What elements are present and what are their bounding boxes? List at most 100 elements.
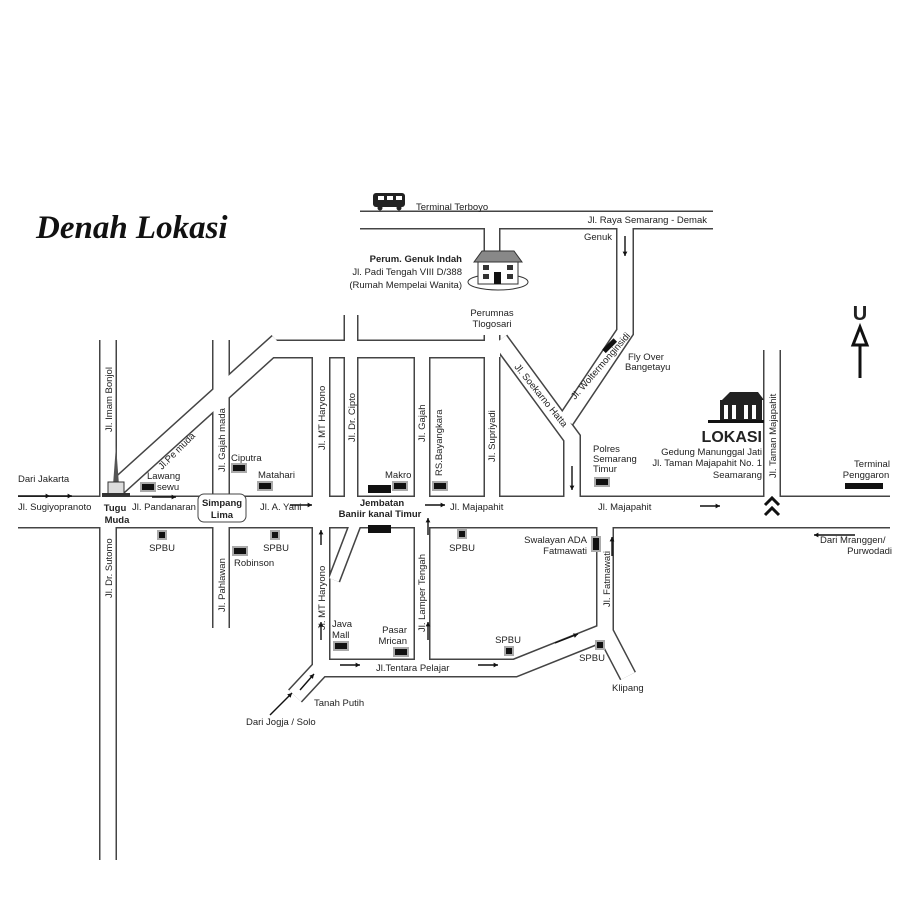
spbu-marker <box>457 529 467 539</box>
arrowhead-icon <box>287 693 292 698</box>
robinson-marker <box>232 546 248 556</box>
direction-arrow <box>269 692 293 716</box>
building-markers <box>140 338 883 657</box>
label-pasar: Pasar <box>382 625 407 636</box>
label-sugiyopranoto: Jl. Sugiyopranoto <box>18 502 91 513</box>
label-robinson: Robinson <box>234 558 274 569</box>
polres-marker <box>594 477 610 487</box>
bride-home-note: (Rumah Mempelai Wanita) <box>349 280 462 291</box>
label-tlogosari: Tlogosari <box>472 319 511 330</box>
label-lamper-tengah: Jl. Lamper Tengah <box>417 554 428 632</box>
mt-haryono-diagonal <box>329 510 365 582</box>
destination-city: Seamarang <box>713 470 762 481</box>
label-supriyadi: Jl. Supriyadi <box>487 410 498 462</box>
arrowhead-icon <box>425 518 431 523</box>
label-penggaron: Penggaron <box>843 470 889 481</box>
label-spbu: SPBU <box>449 543 475 554</box>
label-matahari: Matahari <box>258 470 295 481</box>
arrowhead-icon <box>622 251 628 256</box>
bus-icon <box>373 193 405 211</box>
pemuda-road <box>106 336 284 498</box>
fatmawati-road <box>597 512 635 680</box>
label-spbu: SPBU <box>263 543 289 554</box>
simpang-lima-label-2: Lima <box>211 510 234 521</box>
makro-marker <box>392 481 408 491</box>
label-mall: Mall <box>332 630 349 641</box>
label-tanah-putih: Tanah Putih <box>314 698 364 709</box>
label-tugu: Tugu <box>104 503 127 514</box>
house-icon <box>467 250 529 291</box>
bridge-south-marker <box>368 525 391 533</box>
label-banjir-kanal: Baniir kanal Timur <box>339 509 422 520</box>
simpang-lima-label: Simpang <box>202 498 242 509</box>
label-dr-cipto: Jl. Dr. Cipto <box>347 393 358 442</box>
label-jembatan: Jembatan <box>360 498 405 509</box>
arrowhead-icon <box>609 537 615 542</box>
label-gajah-mada: Jl. Gajah mada <box>217 407 228 472</box>
arrowhead-icon <box>309 674 314 679</box>
label-dari-jogja: Dari Jogja / Solo <box>246 717 316 728</box>
spbu-marker <box>157 530 167 540</box>
label-rs-bayangkara: RS.Bayangkara <box>434 409 445 476</box>
swalayan-marker <box>591 536 601 552</box>
bridge-north-marker <box>368 485 391 493</box>
road-network <box>18 210 890 860</box>
label-majapahit: Jl. Majapahit <box>450 502 504 513</box>
rs-bayangkara-marker <box>432 481 448 491</box>
arrowhead-icon <box>318 622 324 627</box>
label-purwodadi: Purwodadi <box>847 546 892 557</box>
woltermonginsidi-road <box>559 220 633 425</box>
arrowhead-icon <box>715 503 720 509</box>
label-java: Java <box>332 619 353 630</box>
spbu-marker <box>595 640 605 650</box>
tentara-pelajar <box>321 624 608 676</box>
arrowhead-icon <box>307 502 312 508</box>
label-mrican: Mrican <box>378 636 407 647</box>
label-bangetayu: Bangetayu <box>625 362 670 373</box>
terminal-penggaron-marker <box>845 483 883 489</box>
spbu-marker <box>504 646 514 656</box>
arrowhead-icon <box>569 485 575 490</box>
label-pahlawan: Jl. Pahlawan <box>217 558 228 612</box>
label-sewu: sewu <box>157 482 179 493</box>
label-klipang: Klipang <box>612 683 644 694</box>
label-perumnas: Perumnas <box>470 308 514 319</box>
destination-heading: LOKASI <box>702 429 762 446</box>
venue-building-icon <box>708 392 764 423</box>
bride-home-name: Perum. Genuk Indah <box>370 254 463 265</box>
label-terminal-terboyo: Terminal Terboyo <box>416 202 488 213</box>
destination-name: Gedung Manunggal Jati <box>661 447 762 458</box>
chevron-up-icon <box>763 495 781 507</box>
label-spbu: SPBU <box>495 635 521 646</box>
label-dr-sutomo: Jl. Dr. Sutomo <box>104 538 115 598</box>
label-pandanaran: Jl. Pandanaran <box>132 502 196 513</box>
label-taman-majapahit: Jl. Taman Majapahit <box>768 393 779 478</box>
arrowhead-icon <box>440 502 445 508</box>
label-swalayan: Swalayan ADA <box>524 535 588 546</box>
label-soekarno-hatta: Jl. Soekarno Hatta <box>512 362 570 430</box>
map-title: Denah Lokasi <box>35 210 228 246</box>
lawang-sewu-marker <box>140 482 156 492</box>
destination-address: Jl. Taman Majapahit No. 1 <box>652 458 762 469</box>
spbu-marker <box>270 530 280 540</box>
label-polres-2: Semarang <box>593 454 637 465</box>
arrowhead-icon <box>67 493 72 499</box>
label-swalayan-2: Fatmawati <box>543 546 587 557</box>
label-raya-semarang-demak: Jl. Raya Semarang - Demak <box>588 215 708 226</box>
label-ciputra: Ciputra <box>231 453 262 464</box>
label-terminal-penggaron: Terminal <box>854 459 890 470</box>
arrowhead-icon <box>573 633 578 638</box>
label-makro: Makro <box>385 470 411 481</box>
matahari-marker <box>257 481 273 491</box>
label-mt-haryono: Jl. MT Haryono <box>317 386 328 450</box>
chevron-up-icon <box>763 505 781 517</box>
arrowhead-icon <box>814 532 819 538</box>
arrowhead-icon <box>493 662 498 668</box>
north-label: U <box>853 303 867 325</box>
arrowhead-icon <box>318 530 324 535</box>
label-mt-haryono-2: Jl. MT Haryono <box>317 566 328 630</box>
label-fatmawati: Jl. Fatmawati <box>602 551 613 607</box>
bride-home-address: Jl. Padi Tengah VIII D/388 <box>352 267 462 278</box>
pasar-mrican-marker <box>393 647 409 657</box>
